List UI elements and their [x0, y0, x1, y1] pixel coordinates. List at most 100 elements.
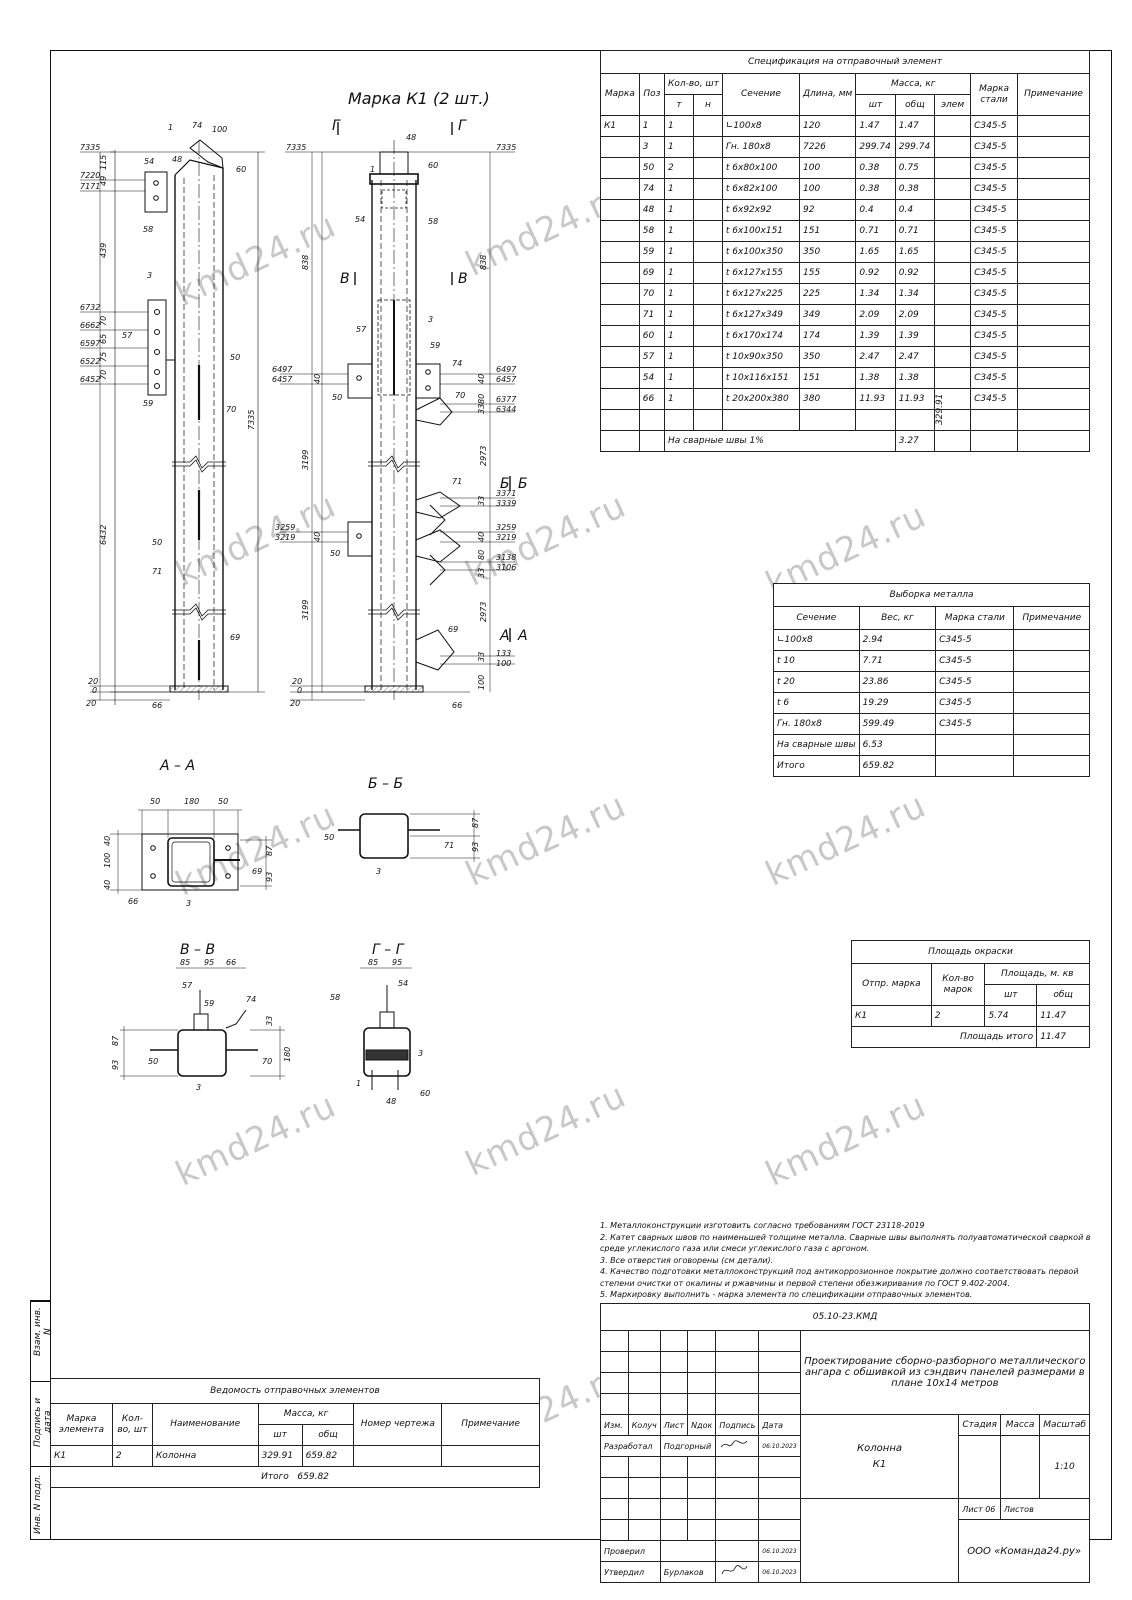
- spec-cell-t: 1: [663, 367, 694, 389]
- part-mark: 57: [122, 331, 133, 340]
- spec-cell-len: 174: [798, 325, 857, 347]
- element-name-cell: Колонна К1: [799, 1414, 960, 1499]
- dim-label: 7171: [80, 182, 100, 191]
- dim-label: 20: [86, 699, 96, 708]
- paint-total-value: 11.47: [1036, 1026, 1090, 1048]
- spec-cell-sht: 1.34: [855, 283, 896, 305]
- spec-cell-n: [692, 262, 723, 284]
- part-mark: 50: [230, 353, 240, 362]
- dim-label: 33: [477, 496, 486, 506]
- metal-cell-steel: [935, 734, 1015, 756]
- spec-cell-len: 350: [798, 346, 857, 368]
- spec-cell-sech: t 6х127х349: [721, 304, 801, 326]
- dim-label: 6377: [496, 395, 517, 404]
- side-stamp: Инв. N подл.: [33, 1474, 43, 1535]
- dim-label: 2973: [479, 446, 488, 466]
- spec-cell-poz: 50: [638, 157, 665, 179]
- part-mark: 66: [152, 701, 162, 710]
- metal-cell-steel: С345-5: [935, 650, 1015, 672]
- cut-letter: В: [340, 271, 350, 287]
- spec-cell-marka: [600, 157, 640, 179]
- spec-cell-t: 2: [663, 157, 694, 179]
- dim-label: 3219: [275, 533, 295, 542]
- spec-cell-n: [692, 388, 723, 410]
- paint-cell: 5.74: [984, 1005, 1038, 1027]
- spec-cell-t: 1: [663, 388, 694, 410]
- spec-cell-steel: С345-5: [970, 367, 1019, 389]
- spec-cell-n: [692, 367, 723, 389]
- dim-label: 115: [99, 155, 108, 170]
- vedomost-header: Примечание: [441, 1403, 540, 1446]
- spec-cell-n: [692, 283, 723, 305]
- part-mark: 50: [324, 833, 334, 842]
- part-mark: 1: [370, 165, 375, 174]
- section-title: Б – Б: [368, 776, 403, 792]
- dim-label: 6432: [99, 525, 108, 545]
- spec-header: Примечание: [1017, 73, 1090, 116]
- section-bb: [338, 810, 480, 862]
- spec-cell-obsh: 1.34: [894, 283, 936, 305]
- dim-label: 3199: [301, 450, 310, 470]
- spec-cell-len: 225: [798, 283, 857, 305]
- spec-cell-marka: [600, 325, 640, 347]
- dim-label: 40: [477, 374, 486, 384]
- spec-cell-sech: t 6х100х350: [721, 241, 801, 263]
- spec-cell-n: [692, 304, 723, 326]
- side-stamp: Подпись и дата: [33, 1397, 53, 1447]
- tb-header: Дата: [758, 1414, 801, 1436]
- spec-cell-len: 349: [798, 304, 857, 326]
- cut-letter: Б: [500, 476, 510, 492]
- spec-cell-marka: [600, 304, 640, 326]
- dim-label: 838: [479, 255, 488, 270]
- spec-cell-n: [692, 220, 723, 242]
- spec-header: Кол-во, шт: [663, 73, 723, 95]
- spec-cell-marka: [600, 241, 640, 263]
- elem-total: 329.91: [935, 393, 945, 426]
- spec-cell-steel: С345-5: [970, 325, 1019, 347]
- dim-label: 65: [99, 334, 108, 344]
- part-mark: 100: [212, 125, 227, 134]
- part-mark: 3: [418, 1049, 423, 1058]
- general-notes: 1. Металлоконструкции изготовить согласн…: [600, 1220, 1100, 1301]
- part-mark: 48: [172, 155, 182, 164]
- element-name: Колонна: [857, 1442, 902, 1454]
- metal-cell-steel: С345-5: [935, 713, 1015, 735]
- spec-header: Марка: [600, 73, 640, 116]
- sheet-count: Листов: [999, 1498, 1091, 1520]
- spec-cell-steel: С345-5: [970, 262, 1019, 284]
- paint-header: шт: [984, 984, 1038, 1006]
- part-mark: 59: [430, 341, 440, 350]
- dim-label: 40: [313, 374, 322, 384]
- part-mark: 69: [230, 633, 240, 642]
- scale-value: 1:10: [1039, 1435, 1090, 1499]
- cut-letter: Б: [518, 476, 528, 492]
- dim-label: 87: [471, 817, 480, 828]
- spec-cell-t: 1: [663, 283, 694, 305]
- dim-label: 6344: [496, 405, 516, 414]
- spec-cell-poz: 54: [638, 367, 665, 389]
- dim-label: 40: [477, 532, 486, 542]
- tb-role: Разработал: [600, 1435, 661, 1457]
- spec-cell-n: [692, 241, 723, 263]
- part-mark: 69: [448, 625, 458, 634]
- dim-label: 33: [477, 404, 486, 414]
- spec-cell-poz: 71: [638, 304, 665, 326]
- spec-cell-sech: t 6х92х92: [721, 199, 801, 221]
- spec-cell-t: 1: [663, 136, 694, 158]
- dim-label: 70: [99, 316, 108, 326]
- spec-cell-poz: 70: [638, 283, 665, 305]
- tb-header: Масса: [999, 1414, 1041, 1436]
- spec-title: Спецификация на отправочный элемент: [600, 50, 1090, 74]
- spec-cell-n: [692, 199, 723, 221]
- dim-label: 7335: [496, 143, 516, 152]
- dim-label: 7335: [286, 143, 306, 152]
- side-stamp-column: Взам. инв. N Подпись и дата Инв. N подл.: [30, 1300, 53, 1540]
- welds-value: 3.27: [894, 430, 936, 452]
- drawing-frame: [50, 50, 1112, 1540]
- note-line: 3. Все отверстия оговорены (см детали).: [600, 1255, 774, 1265]
- metal-table: Выборка металла Сечение Вес, кг Марка ст…: [773, 583, 1090, 777]
- spec-cell-sht: 1.65: [855, 241, 896, 263]
- spec-cell-sech: t 20х200х380: [721, 388, 801, 410]
